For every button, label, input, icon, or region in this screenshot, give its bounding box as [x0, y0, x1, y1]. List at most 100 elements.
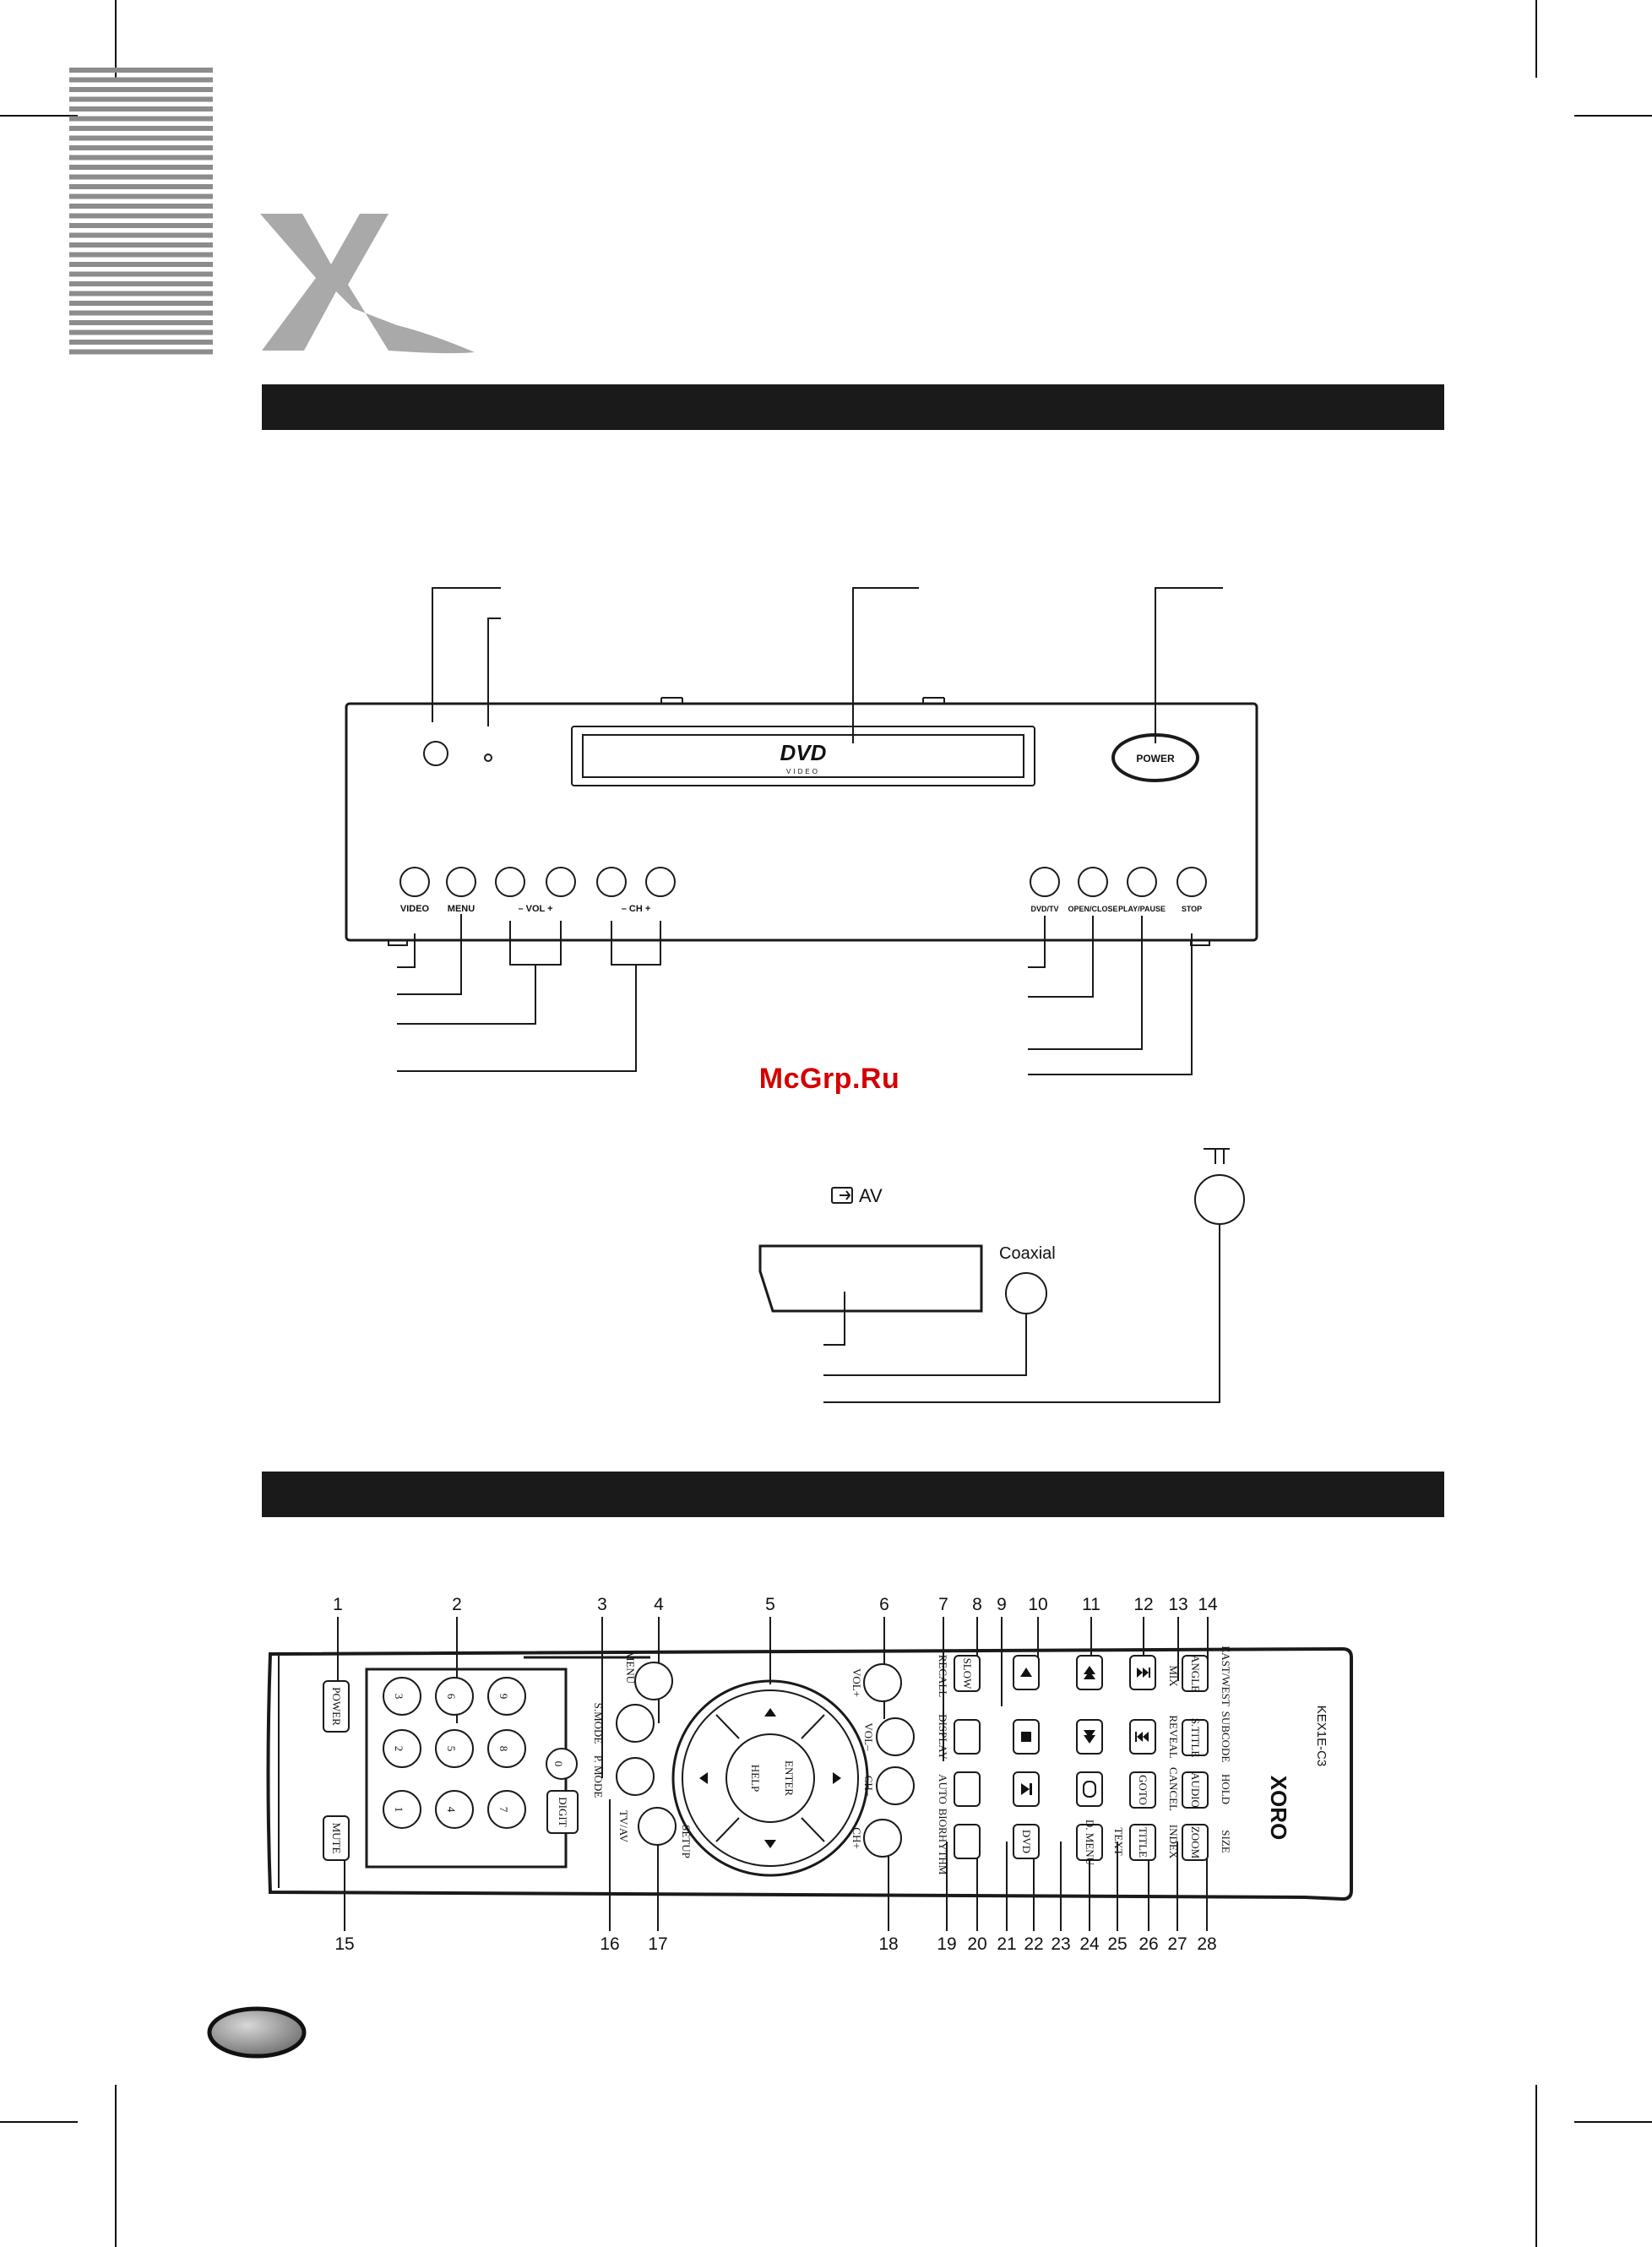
- digit-key-label: 1: [393, 1807, 405, 1813]
- digit-key-label: 9: [497, 1694, 510, 1700]
- remote-model-label: KEX1E-C3: [1314, 1706, 1329, 1767]
- stripe: [69, 193, 213, 199]
- slow-key[interactable]: SLOW: [954, 1655, 981, 1692]
- step-key[interactable]: [1013, 1771, 1040, 1807]
- dvd-logo-sub: VIDEO: [786, 768, 820, 775]
- page-number-badge: [207, 2006, 307, 2059]
- mute-key[interactable]: MUTE: [323, 1815, 350, 1861]
- display-key[interactable]: [954, 1719, 981, 1755]
- section-header-bar-remote: [262, 1472, 1444, 1517]
- stripe: [69, 68, 213, 73]
- title-key[interactable]: TITLE: [1129, 1824, 1156, 1861]
- stripe: [69, 232, 213, 238]
- angle-key[interactable]: ANGLE: [1182, 1655, 1209, 1692]
- coaxial-label: Coaxial: [999, 1244, 1056, 1263]
- subcode-key-label: SUBCODE: [1220, 1711, 1232, 1763]
- setup-key-label: SETUP: [680, 1825, 693, 1858]
- eject-key[interactable]: [1013, 1655, 1040, 1690]
- digit-key-label: 5: [445, 1746, 458, 1752]
- stripe: [69, 223, 213, 228]
- digit-key-5[interactable]: [435, 1729, 474, 1768]
- digit-toggle-key[interactable]: DIGIT: [546, 1790, 579, 1834]
- stripe: [69, 174, 213, 180]
- stripe: [69, 291, 213, 297]
- repeat-key[interactable]: [1076, 1771, 1103, 1807]
- stripe: [69, 184, 213, 189]
- dmenu-key[interactable]: D. MENU: [1076, 1820, 1103, 1866]
- callout-number: 12: [1133, 1595, 1153, 1614]
- vol-minus-key-label: VOL–: [862, 1722, 875, 1751]
- goto-key[interactable]: GOTO: [1129, 1771, 1156, 1809]
- digit-key-4[interactable]: [435, 1790, 474, 1829]
- help-key-label: HELP: [749, 1765, 762, 1793]
- callout-number: 27: [1167, 1934, 1187, 1954]
- panel-dvdtv-label: DVD/TV: [1030, 905, 1058, 913]
- smode-key[interactable]: [616, 1704, 655, 1743]
- svg-text:GOTO: GOTO: [1137, 1775, 1149, 1805]
- panel-vol-label: – VOL +: [518, 904, 552, 914]
- digit-key-0[interactable]: [546, 1748, 578, 1780]
- panel-openclose-label: OPEN/CLOSE: [1068, 905, 1117, 913]
- panel-video-label: VIDEO: [400, 904, 430, 914]
- next-key[interactable]: [1129, 1655, 1156, 1690]
- vol-plus-key-label: VOL+: [850, 1668, 863, 1697]
- vol-minus-key[interactable]: [876, 1717, 915, 1756]
- callout-number: 3: [597, 1595, 607, 1614]
- callout-number: 21: [997, 1934, 1016, 1954]
- digit-key-2[interactable]: [383, 1729, 421, 1768]
- tvav-key-label: TV/AV: [617, 1810, 630, 1843]
- smode-key-label: S.MODE: [592, 1703, 605, 1744]
- text-key-label: TEXT: [1112, 1827, 1125, 1855]
- subtitle-key[interactable]: S.TITLE: [1182, 1718, 1209, 1758]
- stop-key[interactable]: [1013, 1719, 1040, 1755]
- callout-number: 6: [879, 1595, 889, 1614]
- power-button-label: POWER: [1136, 753, 1175, 764]
- callout-number: 9: [997, 1595, 1007, 1614]
- pmode-key-label: P. MODE: [592, 1755, 605, 1798]
- stripe: [69, 155, 213, 160]
- pmode-key[interactable]: [616, 1757, 655, 1796]
- dvd-key[interactable]: DVD: [1013, 1824, 1040, 1859]
- fast-forward-key[interactable]: [1076, 1655, 1103, 1690]
- stripe: [69, 281, 213, 286]
- digit-key-7[interactable]: [487, 1790, 526, 1829]
- power-key[interactable]: POWER: [323, 1680, 350, 1733]
- callout-number: 26: [1138, 1934, 1158, 1954]
- callout-number: 24: [1079, 1934, 1100, 1954]
- digit-key-8[interactable]: [487, 1729, 526, 1768]
- digit-key-6[interactable]: [435, 1677, 474, 1716]
- biorhythm-key[interactable]: [954, 1824, 981, 1859]
- fast-rewind-key[interactable]: [1076, 1719, 1103, 1755]
- zoom-key[interactable]: ZOOM: [1182, 1824, 1209, 1861]
- prev-key[interactable]: [1129, 1719, 1156, 1755]
- enter-key-label: ENTER: [783, 1760, 796, 1796]
- stripe: [69, 96, 213, 102]
- digit-key-1[interactable]: [383, 1790, 421, 1829]
- digit-key-9[interactable]: [487, 1677, 526, 1716]
- callout-number: 19: [937, 1934, 956, 1954]
- setup-key[interactable]: [638, 1807, 677, 1846]
- striped-tab-decoration: [69, 68, 213, 355]
- vol-plus-key[interactable]: [863, 1663, 902, 1702]
- index-key-label: INDEX: [1167, 1825, 1180, 1859]
- ch-plus-key-label: CH+: [850, 1827, 863, 1848]
- menu-key[interactable]: [634, 1662, 673, 1700]
- callout-number: 17: [648, 1934, 667, 1954]
- mix-key-label: MIX: [1167, 1665, 1180, 1687]
- digit-key-3[interactable]: [383, 1677, 421, 1716]
- remote-brand-logo: XORO: [1266, 1776, 1291, 1841]
- ch-minus-key[interactable]: [876, 1766, 915, 1805]
- callout-number: 1: [333, 1595, 343, 1614]
- digit-key-label: 3: [393, 1694, 405, 1700]
- svg-text:AUDIO: AUDIO: [1189, 1772, 1202, 1808]
- callout-number: 14: [1198, 1595, 1218, 1614]
- av-label: AV: [859, 1185, 883, 1206]
- audio-key[interactable]: AUDIO: [1182, 1771, 1209, 1809]
- auto-key[interactable]: [954, 1771, 981, 1807]
- callout-number: 20: [967, 1934, 986, 1954]
- stripe: [69, 252, 213, 258]
- ch-plus-key[interactable]: [863, 1819, 902, 1858]
- callout-number: 8: [972, 1595, 982, 1614]
- section-header-dots: [1385, 384, 1444, 430]
